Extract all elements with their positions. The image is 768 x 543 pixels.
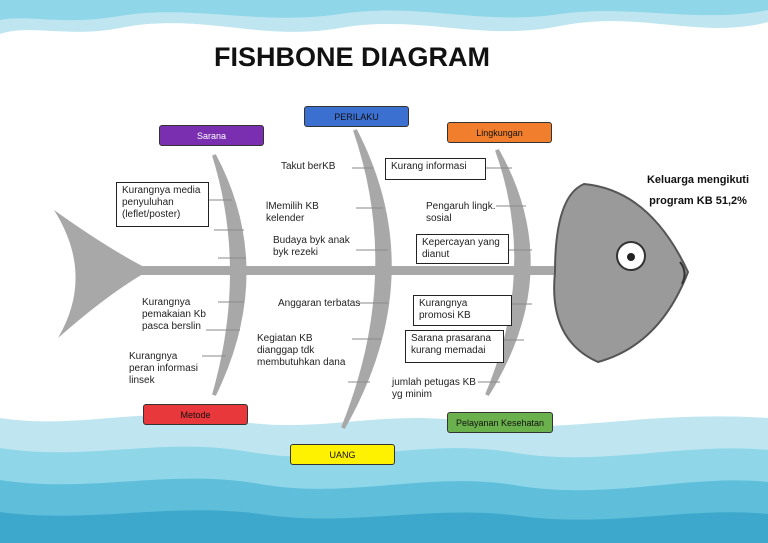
fish-tail [54,210,150,338]
cause-sarana-1: Kurangnya media penyuluhan (leflet/poste… [116,182,209,227]
cause-metode-2: Kurangnya peran informasi linsek [129,351,198,386]
cause-pelayanan-1: Kurangnya promosi KB [413,295,512,326]
main-spine [140,266,560,275]
cause-uang-1: Anggaran terbatas [278,298,361,309]
cause-lingkungan-3: Kepercayan yang dianut [416,234,509,264]
category-perilaku: PERILAKU [304,106,409,127]
cause-pelayanan-3: jumlah petugas KB yg minim [392,377,476,400]
effect-label: Keluarga mengikuti program KB 51,2% [646,174,750,207]
rib-lingkungan-pelayanan [485,149,531,397]
cause-perilaku-1: Takut berKB [281,161,336,172]
diagram-title: FISHBONE DIAGRAM [214,42,490,72]
category-pelayanan: Pelayanan Kesehatan [447,412,553,433]
cause-lingkungan-2: Pengaruh lingk. sosial [426,201,496,224]
cause-lingkungan-1: Kurang informasi [385,158,486,180]
cause-pelayanan-2: Sarana prasarana kurang memadai [405,330,504,363]
cause-perilaku-3: Budaya byk anak byk rezeki [273,235,350,258]
rib-perilaku-uang [341,129,392,429]
category-lingkungan: Lingkungan [447,122,552,143]
cause-perilaku-2: lMemilih KB kelender [266,201,319,224]
cause-metode-1: Kurangnya pemakaian Kb pasca berslin [142,297,206,332]
cause-uang-2: Kegiatan KB dianggap tdk membutuhkan dan… [257,333,346,368]
category-metode: Metode [143,404,248,425]
fish-head [553,182,690,364]
category-uang: UANG [290,444,395,465]
category-sarana: Sarana [159,125,264,146]
